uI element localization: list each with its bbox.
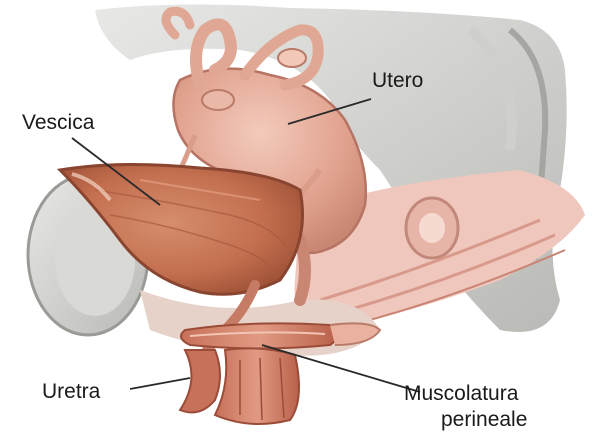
label-muscolatura-line2: perineale: [404, 407, 527, 433]
uretra-leader-line: [130, 378, 190, 389]
rectum: [406, 198, 458, 258]
label-muscolatura-perineale: Muscolatura perineale: [404, 381, 527, 433]
label-muscolatura-line1: Muscolatura: [404, 381, 527, 407]
label-uretra: Uretra: [42, 381, 100, 402]
perineal-muscle: [180, 323, 380, 424]
label-utero: Utero: [372, 70, 423, 91]
label-vescica: Vescica: [22, 112, 94, 133]
